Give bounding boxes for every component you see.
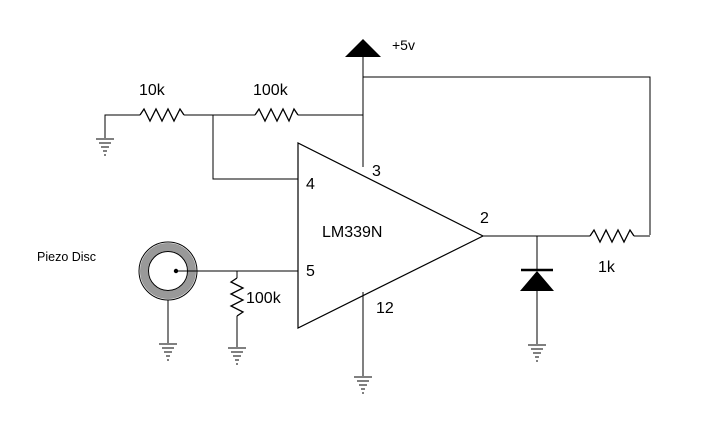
ground-symbol-left [96,138,114,156]
ground-symbol-shunt [228,347,246,365]
diode-icon [520,271,554,291]
pin5-label: 5 [306,263,315,280]
resistor-100k-top [254,107,299,123]
r2-label: 100k [253,82,289,99]
pin3-label: 3 [372,163,381,180]
comparator-triangle [297,142,485,329]
pin2-label: 2 [480,210,489,227]
supply-arrow-icon [345,39,381,57]
pin12-label: 12 [376,300,394,317]
resistor-10k [139,107,185,123]
wire-divider-pin4 [212,115,298,180]
wire-gnd-left [104,114,140,138]
ground-symbol-ic [354,376,372,394]
resistor-100k-shunt [229,277,245,317]
ground-symbol-piezo [159,343,177,361]
feedback-wire [363,76,651,235]
pin4-label: 4 [306,176,315,193]
r4-label: 1k [598,259,616,276]
resistor-1k [589,228,635,244]
ic-label: LM339N [322,224,382,241]
r1-label: 10k [139,82,166,99]
piezo-label: Piezo Disc [37,250,96,264]
supply-label: +5v [392,37,415,53]
r3-label: 100k [246,290,282,307]
ground-symbol-diode [528,344,546,362]
